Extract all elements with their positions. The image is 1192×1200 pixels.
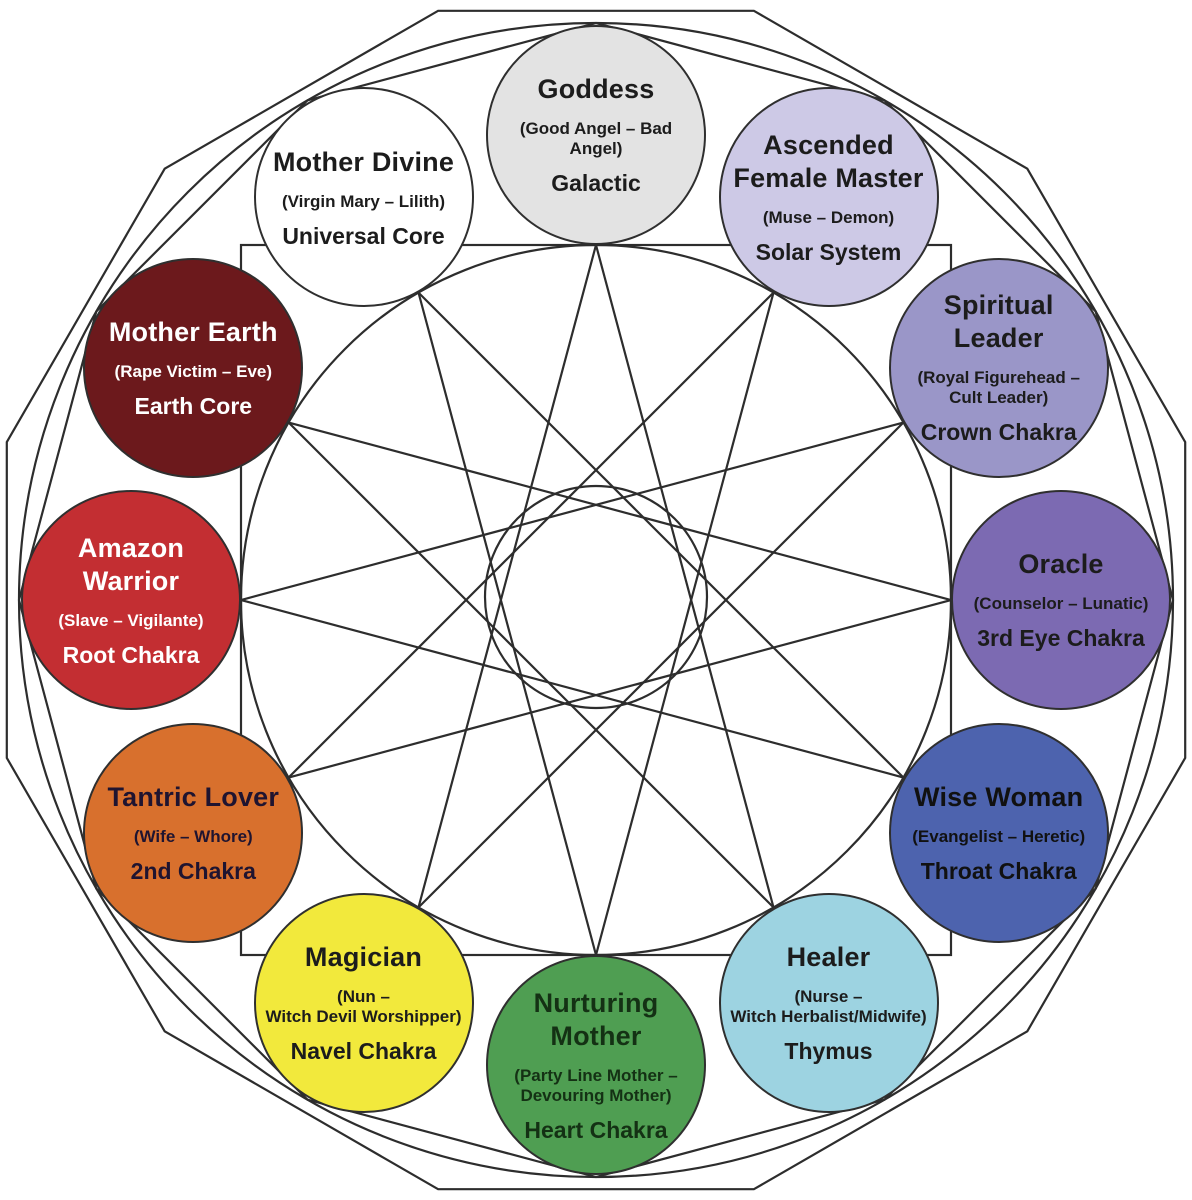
archetype-name: Spiritual Leader <box>943 290 1054 354</box>
archetype-location: Throat Chakra <box>920 857 1077 884</box>
archetype-location: Galactic <box>551 170 641 197</box>
archetype-name: Nurturing Mother <box>533 987 659 1051</box>
archetype-location: Crown Chakra <box>920 419 1077 446</box>
archetype-polarity: (Good Angel – Bad Angel) <box>519 119 673 159</box>
archetype-location: Navel Chakra <box>290 1038 437 1065</box>
archetype-node-goddess: Goddess (Good Angel – Bad Angel) Galacti… <box>486 25 706 245</box>
archetype-node-spiritual-leader: Spiritual Leader (Royal Figurehead – Cul… <box>888 257 1109 478</box>
archetype-location: 3rd Eye Chakra <box>977 625 1145 652</box>
archetype-polarity: (Wife – Whore) <box>133 826 253 846</box>
archetype-node-ascended-female-master: Ascended Female Master (Muse – Demon) So… <box>718 87 939 308</box>
archetype-node-wise-woman: Wise Woman (Evangelist – Heretic) Throat… <box>888 722 1109 943</box>
archetype-node-oracle: Oracle (Counselor – Lunatic) 3rd Eye Cha… <box>951 490 1171 710</box>
archetype-node-healer: Healer (Nurse – Witch Herbalist/Midwife)… <box>718 892 939 1113</box>
archetype-name: Mother Divine <box>272 146 455 177</box>
archetype-name: Tantric Lover <box>107 781 280 812</box>
archetype-location: Root Chakra <box>62 641 200 668</box>
archetype-polarity: (Evangelist – Heretic) <box>912 826 1086 846</box>
archetype-node-nurturing-mother: Nurturing Mother (Party Line Mother – De… <box>486 955 706 1175</box>
archetype-node-tantric-lover: Tantric Lover (Wife – Whore) 2nd Chakra <box>83 722 304 943</box>
archetype-polarity: (Virgin Mary – Lilith) <box>281 191 446 211</box>
archetype-polarity: (Nun – Witch Devil Worshipper) <box>265 986 462 1026</box>
archetype-name: Wise Woman <box>914 781 1084 812</box>
archetype-node-mother-divine: Mother Divine (Virgin Mary – Lilith) Uni… <box>253 87 474 308</box>
archetype-polarity: (Nurse – Witch Herbalist/Midwife) <box>730 986 927 1026</box>
archetype-polarity: (Slave – Vigilante) <box>58 610 204 630</box>
archetype-polarity: (Royal Figurehead – Cult Leader) <box>917 368 1080 408</box>
archetype-location: Solar System <box>755 239 902 266</box>
archetype-polarity: (Party Line Mother – Devouring Mother) <box>514 1065 678 1105</box>
archetype-location: Universal Core <box>282 222 445 249</box>
archetype-location: Thymus <box>784 1038 873 1065</box>
archetype-location: Earth Core <box>134 392 253 419</box>
archetype-name: Ascended Female Master <box>733 130 924 194</box>
archetype-name: Mother Earth <box>108 316 278 347</box>
archetype-polarity: (Rape Victim – Eve) <box>114 361 273 381</box>
archetype-node-amazon-warrior: Amazon Warrior (Slave – Vigilante) Root … <box>21 490 241 710</box>
archetype-location: 2nd Chakra <box>130 857 256 884</box>
archetype-location: Heart Chakra <box>524 1116 668 1143</box>
archetype-polarity: (Counselor – Lunatic) <box>973 594 1149 614</box>
archetype-polarity: (Muse – Demon) <box>762 208 895 228</box>
archetype-name: Oracle <box>1018 549 1104 580</box>
archetype-name: Amazon Warrior <box>77 532 185 596</box>
archetype-node-magician: Magician (Nun – Witch Devil Worshipper) … <box>253 892 474 1113</box>
archetype-node-mother-earth: Mother Earth (Rape Victim – Eve) Earth C… <box>83 257 304 478</box>
archetype-name: Goddess <box>537 74 655 105</box>
archetype-name: Healer <box>786 942 871 973</box>
archetype-name: Magician <box>304 942 423 973</box>
